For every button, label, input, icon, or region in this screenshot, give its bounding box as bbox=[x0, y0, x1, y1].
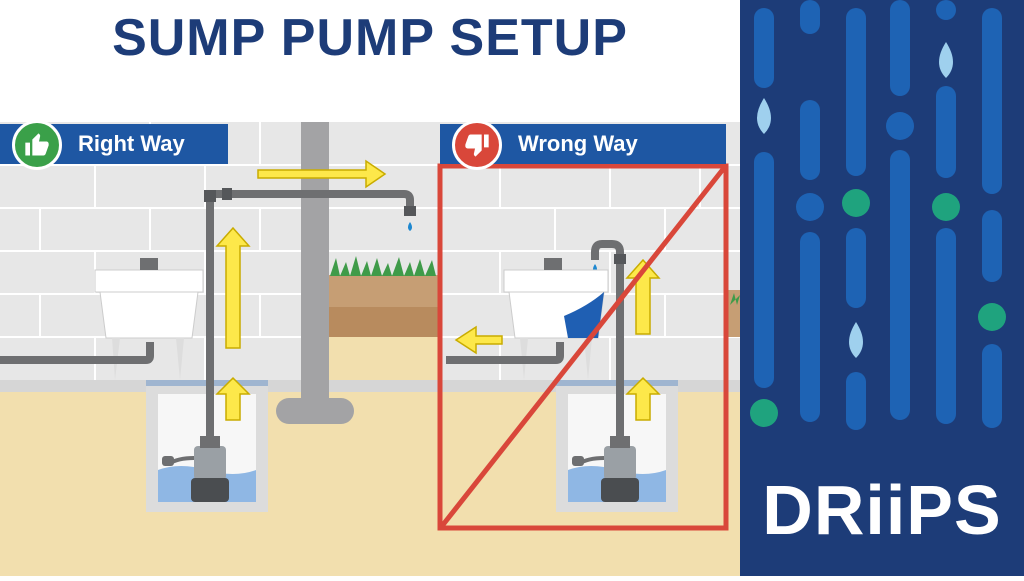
water-drop-right bbox=[408, 222, 412, 231]
soil-layer-top bbox=[328, 275, 440, 307]
sink-drain-pipe-right bbox=[0, 342, 154, 364]
pipe-joint-right-1 bbox=[204, 190, 216, 202]
brand-panel: DRiiPS bbox=[740, 0, 1024, 576]
pump-base-right bbox=[191, 478, 229, 502]
laundry-sink-basin-right bbox=[99, 291, 199, 339]
laundry-sink-rim-right bbox=[94, 269, 204, 293]
flow-arrow-right-outdoors bbox=[257, 159, 387, 189]
flow-arrow-up-wrong-2 bbox=[625, 258, 661, 335]
sump-pump-wrong bbox=[604, 446, 636, 480]
float-wrong bbox=[572, 456, 584, 466]
wrong-way-slash bbox=[440, 166, 726, 528]
soil-layer-mid bbox=[328, 307, 440, 337]
wrong-way-frame bbox=[437, 163, 729, 531]
right-way-label: Right Way bbox=[78, 131, 185, 156]
page-title: SUMP PUMP SETUP bbox=[112, 9, 628, 67]
wall-footing bbox=[276, 398, 354, 424]
drip-pattern bbox=[750, 0, 1006, 430]
wrong-way-label: Wrong Way bbox=[518, 131, 638, 156]
pump-neck-wrong bbox=[610, 436, 630, 448]
sink-water-wrong bbox=[564, 292, 604, 338]
brand-logo: DRiiPS bbox=[762, 471, 1002, 549]
thumbs-down-badge bbox=[452, 120, 502, 170]
faucet-wrong bbox=[544, 258, 562, 270]
discharge-pipe-wrong bbox=[591, 240, 624, 436]
pipe-joint-wrong bbox=[614, 254, 626, 264]
laundry-sink-rim-wrong bbox=[503, 269, 609, 293]
foundation-wall bbox=[301, 122, 329, 412]
sump-pump-right bbox=[194, 446, 226, 480]
thumbs-up-icon bbox=[25, 133, 49, 156]
flow-arrow-up-right-1 bbox=[215, 376, 251, 421]
faucet-right bbox=[140, 258, 158, 270]
pipe-joint-right-2 bbox=[222, 188, 232, 200]
float-right bbox=[162, 456, 174, 466]
flow-arrow-up-right-2 bbox=[215, 226, 251, 349]
pump-base-wrong bbox=[601, 478, 639, 502]
sink-legs-right bbox=[112, 338, 184, 380]
flow-arrow-left-wrong bbox=[454, 325, 503, 355]
thumbs-up-badge bbox=[12, 120, 62, 170]
grass-edge bbox=[730, 293, 740, 305]
sink-drain-pipe-wrong bbox=[446, 342, 564, 364]
pipe-joint-right-3 bbox=[404, 206, 416, 216]
flow-arrow-up-wrong-1 bbox=[625, 376, 661, 421]
diagram-scene: Right Way Wrong Way SUMP PUMP SETUP bbox=[0, 9, 740, 576]
pump-neck-right bbox=[200, 436, 220, 448]
thumbs-down-icon bbox=[465, 134, 489, 157]
grass bbox=[330, 256, 436, 276]
